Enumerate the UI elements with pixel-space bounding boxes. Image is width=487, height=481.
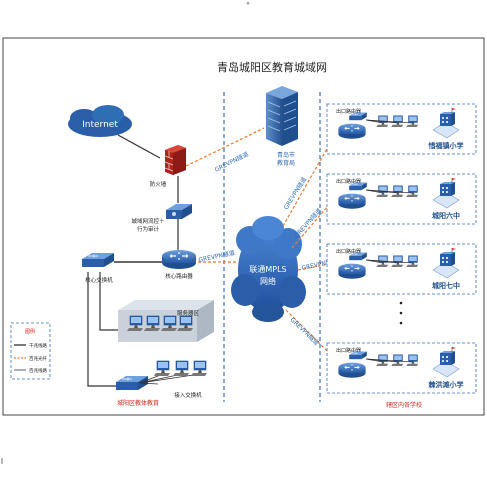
internet-cloud: Internet xyxy=(68,105,132,137)
flow-control-label-1: 城域网流控＋ xyxy=(131,217,164,225)
gre-label-6: GREVPN隧道 xyxy=(289,316,321,347)
school-name: 棘洪滩小学 xyxy=(428,380,464,389)
gre-mpls-school-4 xyxy=(285,309,341,365)
core-router-label: 核心路由器 xyxy=(165,272,193,280)
gre-label-3: GREVPN隧道 xyxy=(282,176,308,211)
bureau-building-icon xyxy=(266,86,298,146)
top-mark: ° xyxy=(246,1,250,10)
school-router-icon xyxy=(337,123,367,140)
school-pc-link xyxy=(365,259,414,264)
school-router-label: 出口路由器 xyxy=(336,347,361,354)
server-zone xyxy=(118,300,214,342)
legend-label-1: 千兆线路 xyxy=(29,342,47,349)
more-schools-dots xyxy=(399,301,403,325)
chengyang-bureau-label: 城阳区教体教育 xyxy=(117,399,159,407)
bureau-label-1: 青岛市 xyxy=(277,151,295,159)
flow-control-icon xyxy=(166,204,192,219)
bureau-label-2: 教育局 xyxy=(277,159,295,167)
gre-firewall-bureau xyxy=(185,127,265,167)
school-router-icon xyxy=(337,263,367,280)
legend-title: 图例 xyxy=(25,328,35,335)
server-zone-label: 服务器区 xyxy=(177,309,200,317)
school-router-label: 出口路由器 xyxy=(336,178,361,185)
mpls-cloud xyxy=(231,216,306,322)
core-switch-label: 核心交换机 xyxy=(85,276,113,284)
firewall-icon xyxy=(164,145,186,175)
flow-control-label-2: 行为审计 xyxy=(137,225,160,233)
school-name: 惜福镇小学 xyxy=(429,141,464,150)
school-pc-link xyxy=(365,358,414,363)
firewall-label: 防火墙 xyxy=(150,180,167,188)
school-router-label: 出口路由器 xyxy=(336,248,361,255)
access-switch-label: 接入交换机 xyxy=(174,391,202,399)
mpls-label-1: 联通MPLS xyxy=(249,264,286,274)
access-pc-3-icon xyxy=(190,360,208,377)
internet-label: Internet xyxy=(82,120,118,130)
access-pc-1-icon xyxy=(153,360,171,377)
school-router-icon xyxy=(337,362,367,379)
link-coreswitch-bureau xyxy=(87,272,122,387)
school-name: 城阳六中 xyxy=(432,211,460,220)
legend: 图例 千兆线路 百兆光纤 百兆线路 xyxy=(10,322,51,380)
legend-label-3: 百兆线路 xyxy=(29,367,47,374)
core-router-icon xyxy=(161,249,197,270)
diagram-frame xyxy=(2,37,485,416)
school-name: 城阳七中 xyxy=(432,281,460,290)
schools-group-label: 辖区内各学校 xyxy=(386,401,422,409)
mpls-label-2: 网络 xyxy=(260,276,276,286)
school-pc-link xyxy=(365,189,414,194)
diagram-title: 青岛城阳区教育城域网 xyxy=(217,60,327,74)
gre-label-4: GREVPN隧道 xyxy=(293,207,324,240)
school-pc-link xyxy=(365,119,414,124)
access-links xyxy=(139,373,201,385)
core-switch-icon xyxy=(81,252,115,268)
access-pc-2-icon xyxy=(172,360,190,377)
legend-label-2: 百兆光纤 xyxy=(29,355,47,362)
link-internet-firewall xyxy=(117,134,161,159)
school-router-icon xyxy=(337,193,367,210)
gre-label-1: GREVPN隧道 xyxy=(213,150,249,174)
school-router-label: 出口路由器 xyxy=(336,108,361,115)
